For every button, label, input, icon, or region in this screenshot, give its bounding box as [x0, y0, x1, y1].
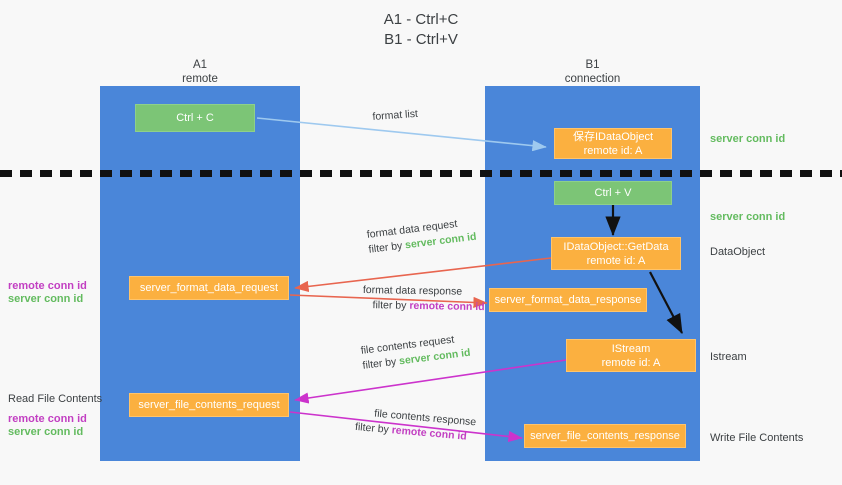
box-server-format-data-response-label: server_format_data_response [494, 294, 642, 306]
box-server-format-data-response[interactable]: server_format_data_response [489, 288, 647, 312]
left-label-remote-conn-id-1: remote conn id [8, 280, 87, 292]
edge-label-format-list: format list [372, 107, 418, 125]
title-line-1: A1 - Ctrl+C [383, 11, 459, 28]
lane-header-a1: A1 remote [100, 58, 300, 86]
box-istream-line1: IStream [611, 342, 651, 355]
edge-label-format-list-text: format list [372, 107, 419, 123]
title-line-2: B1 - Ctrl+V [384, 31, 458, 48]
lane-b1-name: B1 [585, 59, 600, 71]
box-server-format-data-request[interactable]: server_format_data_request [129, 276, 289, 300]
box-idataobject-getdata[interactable]: IDataObject::GetData remote id: A [551, 237, 681, 270]
filter-key-remote-conn-id: remote conn id [409, 299, 485, 314]
edge-label-file-contents-response: file contents response filter by remote … [354, 405, 477, 445]
box-server-format-data-request-label: server_format_data_request [139, 282, 279, 294]
edge-label-format-data-request: format data request filter by server con… [366, 215, 477, 258]
box-ctrl-v-label: Ctrl + V [594, 187, 632, 199]
filter-prefix: filter by [367, 239, 406, 256]
lane-a1-name: A1 [192, 59, 208, 71]
filter-prefix: filter by [354, 420, 393, 437]
box-idataobject-line1: 保存IDataObject [572, 130, 654, 143]
filter-prefix: filter by [361, 355, 400, 372]
left-label-read-file-contents: Read File Contents [8, 393, 103, 405]
diagram-title: A1 - Ctrl+C B1 - Ctrl+V [0, 10, 842, 50]
right-label-server-conn-id-1: server conn id [710, 133, 786, 145]
left-label-remote-conn-id-2: remote conn id [8, 413, 87, 425]
right-label-write-file-contents: Write File Contents [710, 432, 804, 444]
box-server-file-contents-request[interactable]: server_file_contents_request [129, 393, 289, 417]
left-label-server-conn-id-1: server conn id [8, 293, 84, 305]
lane-b1-sub: connection [564, 73, 621, 85]
phase-separator [0, 170, 842, 177]
box-getdata-line1: IDataObject::GetData [563, 240, 669, 253]
right-label-server-conn-id-2: server conn id [710, 211, 786, 223]
edge-label-format-data-response: format data response filter by remote co… [362, 283, 485, 315]
right-label-istream: Istream [710, 351, 747, 363]
box-idataobject-line2: remote id: A [583, 144, 643, 157]
edge-label-file-contents-request: file contents request filter by server c… [360, 331, 471, 374]
box-getdata-line2: remote id: A [586, 254, 646, 267]
box-istream-line2: remote id: A [601, 356, 661, 369]
right-label-dataobject: DataObject [710, 246, 766, 258]
lane-a1-sub: remote [182, 73, 218, 85]
box-server-file-contents-request-label: server_file_contents_request [138, 399, 280, 411]
lane-header-b1: B1 connection [485, 58, 700, 86]
box-ctrl-c[interactable]: Ctrl + C [135, 104, 255, 132]
box-idataobject[interactable]: 保存IDataObject remote id: A [554, 128, 672, 159]
box-server-file-contents-response-label: server_file_contents_response [530, 430, 680, 442]
box-istream[interactable]: IStream remote id: A [566, 339, 696, 372]
filter-prefix: filter by [372, 299, 410, 312]
left-label-server-conn-id-2: server conn id [8, 426, 84, 438]
edge-label-format-data-response-filter: filter by remote conn id [362, 298, 485, 315]
box-ctrl-v[interactable]: Ctrl + V [554, 181, 672, 205]
box-server-file-contents-response[interactable]: server_file_contents_response [524, 424, 686, 448]
box-ctrl-c-label: Ctrl + C [176, 112, 214, 124]
